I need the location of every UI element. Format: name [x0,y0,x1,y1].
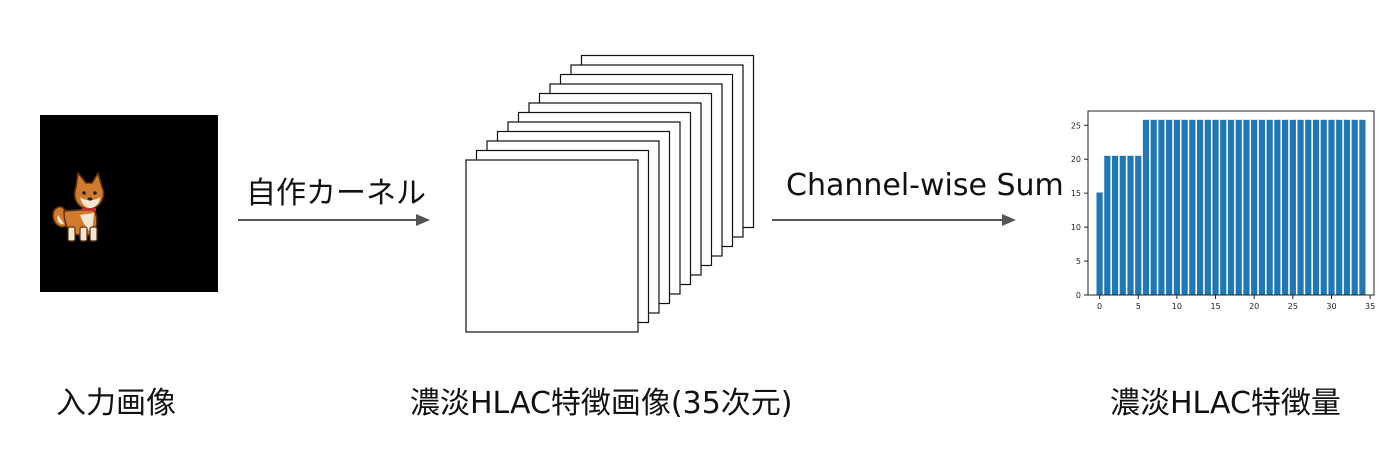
x-tick-label: 35 [1365,302,1375,311]
bar [1189,119,1196,295]
bar [1336,119,1343,295]
x-tick-label: 30 [1326,302,1336,311]
bar [1119,155,1126,295]
bar [1305,119,1312,295]
bar [1166,119,1173,295]
y-tick-label: 10 [1071,223,1081,232]
kernel-arrow [238,214,430,226]
sum-arrow [772,214,1016,226]
bar [1266,119,1273,295]
bar [1251,119,1258,295]
bar [1150,119,1157,295]
bar [1196,119,1204,295]
sum-label: Channel-wise Sum [786,168,1064,203]
input-image [40,115,218,292]
y-tick-label: 0 [1076,291,1081,300]
bar [1297,119,1304,295]
feature-bar-chart: 0 5 10 15 20 25 0 5 10 15 20 25 30 35 [1071,110,1375,311]
bar [1096,192,1103,295]
bar [1243,119,1250,295]
bar [1328,119,1335,295]
bar [1274,119,1281,295]
x-tick-label: 20 [1249,302,1259,311]
x-tick-label: 10 [1172,302,1182,311]
bar [1104,155,1111,295]
bar [1320,119,1327,295]
y-tick-label: 5 [1076,257,1081,266]
bar [1135,155,1142,295]
x-tick-label: 15 [1210,302,1220,311]
bar [1282,119,1289,295]
bar [1142,119,1150,295]
bar [1111,155,1119,295]
bar [1220,119,1227,295]
feature-images-label: 濃淡HLAC特徴画像(35次元) [410,386,793,421]
dog-icon [52,171,105,242]
feature-image-stack [465,54,755,333]
x-tick-label: 5 [1136,302,1141,311]
feature-vector-label: 濃淡HLAC特徴量 [1110,386,1341,421]
plot-frame [1087,110,1375,296]
y-tick-label: 20 [1071,155,1081,164]
y-tick-label: 15 [1071,189,1081,198]
bar [1258,119,1266,295]
bar [1204,119,1211,295]
bar [1127,155,1134,295]
feature-image-layer [465,159,639,333]
bar [1173,119,1180,295]
bar [1181,119,1188,295]
kernel-label: 自作カーネル [246,176,426,211]
bar [1158,119,1165,295]
bar [1212,119,1219,295]
x-tick-label: 0 [1097,302,1102,311]
bar [1227,119,1235,295]
bar [1289,119,1296,295]
bar [1343,119,1351,295]
input-image-label: 入力画像 [56,386,176,421]
bar [1351,119,1358,295]
bar [1312,119,1320,295]
bar [1359,119,1366,295]
x-tick-label: 25 [1288,302,1298,311]
y-tick-label: 25 [1071,121,1081,130]
bar [1235,119,1242,295]
